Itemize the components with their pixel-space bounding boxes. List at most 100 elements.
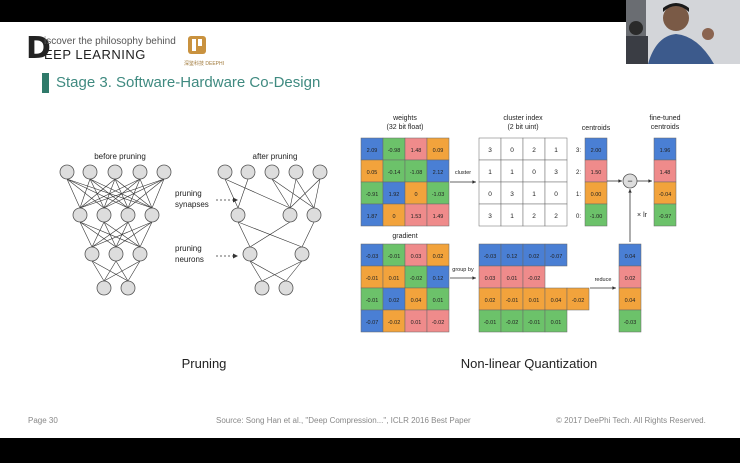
logo-tagline: iscover the philosophy behind [44, 36, 176, 47]
synapse-line [249, 260, 287, 282]
gradient-value: 0.12 [433, 276, 444, 282]
lr-arrow-head [628, 189, 632, 193]
synapse-line [224, 178, 239, 209]
lr-label: × lr [637, 212, 648, 219]
neuron [294, 246, 310, 262]
neuron [132, 164, 148, 180]
reduced-cell [618, 309, 642, 333]
synapse-line [224, 178, 291, 209]
centroid-value: -1.00 [590, 214, 603, 220]
gradient-value: 0.03 [411, 254, 422, 260]
neuron [312, 164, 328, 180]
finetuned-value: 1.96 [660, 148, 671, 154]
weight-value: -0.98 [388, 148, 401, 154]
synapse-line [115, 221, 153, 248]
synapse-line [91, 221, 129, 248]
index-value: 1 [488, 169, 492, 176]
index-value: 1 [554, 147, 558, 154]
grouped-value: -0.02 [528, 276, 541, 282]
neuron [107, 164, 123, 180]
synapse-line [285, 260, 303, 282]
gradient-value: -0.01 [366, 298, 379, 304]
index-value: 3 [510, 191, 514, 198]
weights-title: weights [392, 115, 417, 122]
neuron [108, 246, 124, 262]
index-value: 2 [554, 213, 558, 220]
gradient-value: -0.02 [410, 276, 423, 282]
finetuned-title: centroids [651, 124, 680, 131]
brand-text: 深鉴科技 DEEPHI [184, 61, 225, 67]
index-value: 1 [510, 213, 514, 220]
group-by-arrow-head [472, 276, 476, 280]
synapse-line [301, 221, 315, 248]
synapse-line [237, 221, 251, 248]
neuron [96, 207, 112, 223]
neuron [132, 246, 148, 262]
minus-to-finetuned-arrow-head [648, 179, 652, 183]
neuron [84, 246, 100, 262]
centroid-index-label: 2: [576, 170, 581, 176]
gradient-value: 0.01 [433, 298, 444, 304]
grouped-value: -0.01 [484, 320, 497, 326]
synapse-line [103, 260, 141, 282]
synapse-line [313, 178, 321, 209]
grouped-cell [544, 309, 568, 333]
index-value: 3 [554, 169, 558, 176]
gradient-value: -0.07 [366, 320, 379, 326]
index-value: 0 [532, 169, 536, 176]
synapse-line [103, 260, 117, 282]
synapse-line [89, 178, 153, 209]
reduced-value: 0.04 [625, 298, 636, 304]
neurons-pointer-head [233, 253, 238, 259]
centroid-to-minus-arrow-head [618, 179, 622, 183]
pruning-synapses-label: pruning [175, 189, 202, 198]
index-value: 3 [488, 147, 492, 154]
grouped-value: 0.02 [485, 298, 496, 304]
gradient-cell [426, 309, 450, 333]
neuron [230, 207, 246, 223]
gradient-value: -0.02 [432, 320, 445, 326]
finetuned-value: -0.97 [659, 214, 672, 220]
diagram: before pruning after pruning pruning synaps… [59, 115, 681, 371]
neuron [120, 280, 136, 296]
grouped-value: 0.12 [507, 254, 518, 260]
grouped-value: -0.03 [484, 254, 497, 260]
gradient-value: -0.02 [388, 320, 401, 326]
centroid-index-label: 3: [576, 148, 581, 154]
index-value: 0 [488, 191, 492, 198]
pruning-neurons-label: pruning [175, 244, 202, 253]
gradient-value: -0.03 [366, 254, 379, 260]
weight-value: 1.48 [411, 148, 422, 154]
synapse-line [79, 221, 93, 248]
synapse-line [249, 260, 263, 282]
centroid-value: 2.00 [591, 148, 602, 154]
synapse-line [89, 178, 105, 209]
synapse-line [89, 178, 129, 209]
minus-label: − [627, 176, 632, 186]
synapses-pointer-head [233, 197, 238, 203]
synapse-line [237, 178, 249, 209]
gradient-value: -0.01 [366, 276, 379, 282]
neuron [59, 164, 75, 180]
synapse-line [79, 178, 116, 209]
logo-title: EEP LEARNING [44, 47, 146, 62]
index-value: 2 [532, 147, 536, 154]
centroid-index-label: 1: [576, 192, 581, 198]
weight-value: 2.12 [433, 170, 444, 176]
synapse-line [103, 178, 165, 209]
grouped-value: 0.03 [485, 276, 496, 282]
after-pruning-label: after pruning [253, 152, 298, 161]
source-citation: Source: Song Han et al., "Deep Compressi… [216, 416, 471, 425]
pruning-synapses-label: synapses [175, 200, 209, 209]
neuron [264, 164, 280, 180]
before-pruning-label: before pruning [94, 152, 146, 161]
grouped-cell [544, 243, 568, 267]
weight-value: 1.53 [411, 214, 422, 220]
neuron [144, 207, 160, 223]
index-value: 3 [488, 213, 492, 220]
weight-value: 0 [414, 192, 417, 198]
neuron [72, 207, 88, 223]
synapse-line [91, 260, 105, 282]
grouped-value: -0.01 [506, 298, 519, 304]
finetuned-value: -0.04 [659, 192, 672, 198]
